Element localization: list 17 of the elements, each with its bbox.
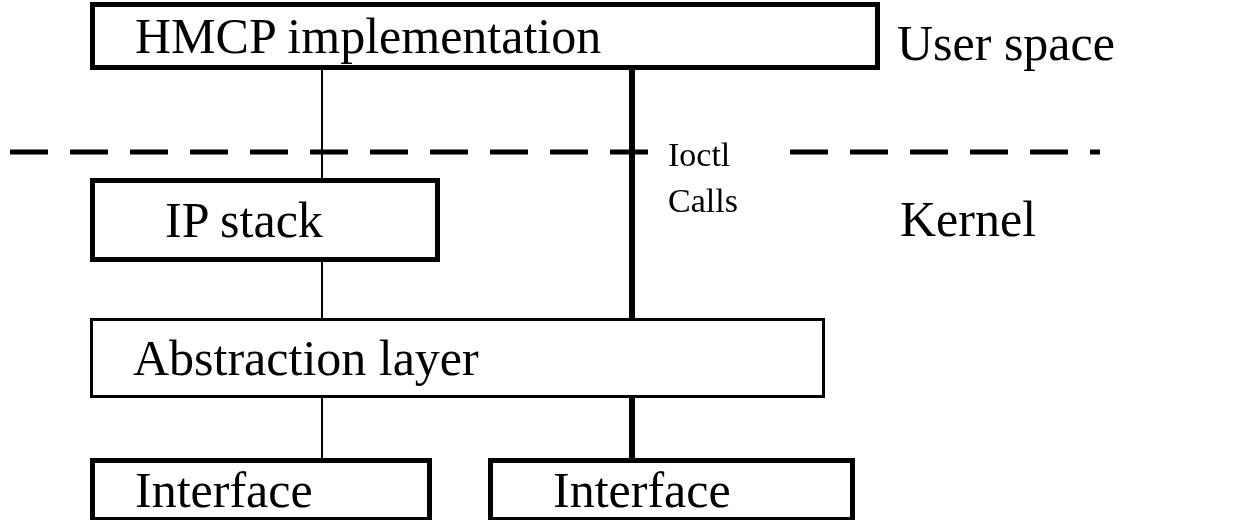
connector-line	[321, 69, 323, 179]
box-label: Abstraction layer	[133, 329, 479, 387]
connector-line	[629, 70, 635, 318]
process-box	[90, 178, 440, 262]
box-label: HMCP implementation	[135, 7, 602, 65]
region-label: User space	[897, 14, 1115, 72]
box-label: Interface	[135, 461, 313, 519]
process-box	[488, 458, 855, 520]
process-box	[90, 2, 880, 70]
box-label: IP stack	[165, 191, 323, 249]
process-box	[90, 318, 825, 398]
connector-line	[321, 261, 323, 319]
process-box	[90, 458, 432, 520]
region-label: Kernel	[900, 190, 1037, 248]
connector-line	[629, 398, 635, 458]
connector-line	[321, 397, 323, 459]
box-label: Interface	[553, 461, 731, 519]
